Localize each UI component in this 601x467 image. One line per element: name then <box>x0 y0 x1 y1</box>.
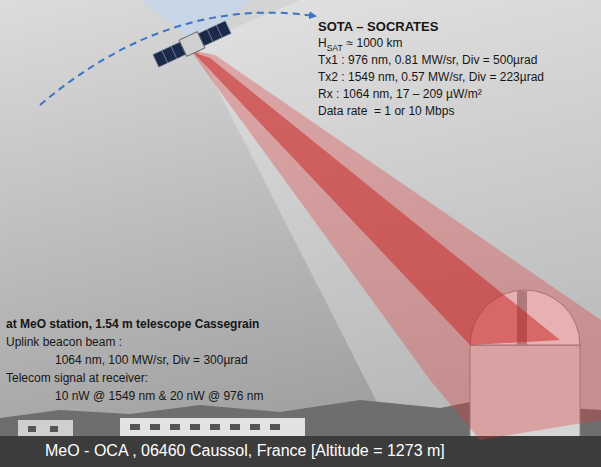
symbol: H <box>318 37 327 51</box>
orbit-arrow <box>40 13 315 105</box>
laser-beam <box>193 52 560 345</box>
spec-line: Telecom signal at receiver: <box>6 372 148 386</box>
windows <box>28 424 280 432</box>
location-caption: MeO - OCA , 06460 Caussol, France [Altit… <box>45 442 445 460</box>
subscript: SAT <box>327 44 343 54</box>
spec-line: Uplink beacon beam : <box>6 336 122 350</box>
spec-line: Tx1 : 976 nm, 0.81 MW/sr, Div = 500µrad <box>318 54 537 68</box>
spec-line: Tx2 : 1549 nm, 0.57 MW/sr, Div = 223µrad <box>318 71 544 85</box>
heading: at MeO station, 1.54 m telescope Cassegr… <box>6 318 259 332</box>
spec-line: ≈ 1000 km <box>347 37 403 51</box>
spec-line: 10 nW @ 1549 nm & 20 nW @ 976 nm <box>55 390 263 404</box>
spec-line: Data rate = 1 or 10 Mbps <box>318 105 454 119</box>
satellite <box>152 19 232 69</box>
heading: SOTA – SOCRATES <box>318 20 438 35</box>
spec-line: Rx : 1064 nm, 17 – 209 µW/m² <box>318 88 482 102</box>
spec-line: 1064 nm, 100 MW/sr, Div = 300µrad <box>55 354 248 368</box>
ground <box>0 436 601 467</box>
laser-cone <box>190 50 601 440</box>
